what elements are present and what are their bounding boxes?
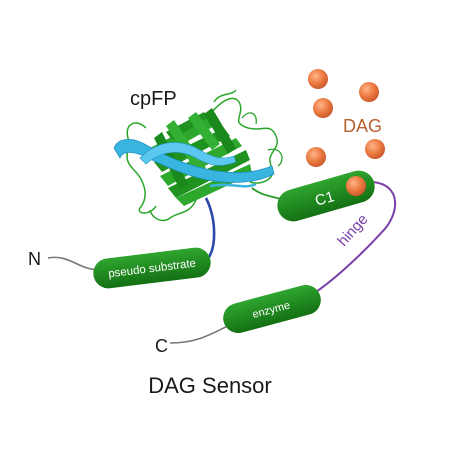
n-terminal-tail (47, 256, 101, 271)
dag-molecule (359, 82, 379, 102)
c1-domain: C1 (277, 170, 375, 222)
c1-label: C1 (313, 188, 336, 210)
c-terminus-label: C (155, 336, 168, 356)
n-terminus-label: N (28, 249, 41, 269)
dag-molecule (306, 147, 326, 167)
dag-molecule (313, 98, 333, 118)
enzyme-domain: enzyme (223, 284, 321, 334)
dag-molecule (365, 139, 385, 159)
pseudo-substrate-domain: pseudo substrate (93, 247, 211, 289)
hinge-label: hinge (334, 211, 371, 250)
cpfp-label: cpFP (130, 88, 177, 110)
diagram-title: DAG Sensor (148, 373, 272, 398)
bound-dag-molecule (346, 176, 366, 196)
dag-molecule (308, 69, 328, 89)
dag-label: DAG (343, 116, 382, 136)
hinge-linker (315, 181, 396, 293)
cpfp-barrel-structure (113, 89, 283, 222)
dag-molecules (306, 69, 385, 167)
